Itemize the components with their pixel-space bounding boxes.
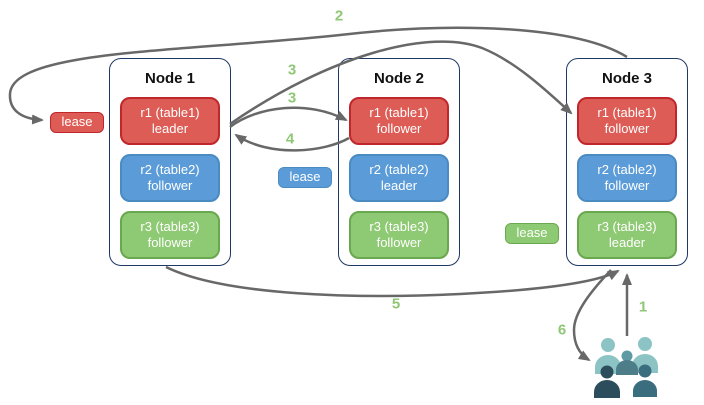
node-3-card: Node 3 r1 (table1) follower r2 (table2) … bbox=[566, 58, 688, 266]
lease-badge-r2: lease bbox=[278, 167, 332, 188]
step-label-3a: 3 bbox=[287, 61, 297, 79]
step-label-1: 1 bbox=[638, 298, 648, 316]
replica-name: r2 (table2) bbox=[140, 162, 200, 177]
node-2-replica-r2: r2 (table2) leader bbox=[349, 154, 449, 202]
replica-name: r3 (table3) bbox=[597, 219, 657, 234]
user-middle bbox=[621, 350, 633, 362]
replica-role: leader bbox=[608, 235, 646, 250]
node-1-title: Node 1 bbox=[144, 70, 195, 87]
replica-role: follower bbox=[604, 178, 650, 193]
user-front-right bbox=[633, 364, 657, 397]
node-3-replica-r2: r2 (table2) follower bbox=[577, 154, 677, 202]
node-3-title: Node 3 bbox=[601, 70, 652, 87]
node-1-card: Node 1 r1 (table1) leader r2 (table2) fo… bbox=[109, 58, 231, 266]
replica-role: leader bbox=[151, 121, 189, 136]
replica-name: r1 (table1) bbox=[140, 105, 200, 120]
step-label-3b: 3 bbox=[287, 89, 297, 107]
arrow-3-node1r1-to-node2r1 bbox=[229, 106, 348, 129]
lease-badge-r3: lease bbox=[505, 223, 559, 244]
replica-role: follower bbox=[147, 178, 193, 193]
replica-name: r3 (table3) bbox=[140, 219, 200, 234]
replica-name: r2 (table2) bbox=[597, 162, 657, 177]
node-3-replica-r3: r3 (table3) leader bbox=[577, 211, 677, 259]
user-back-right bbox=[632, 337, 658, 373]
replica-role: follower bbox=[376, 121, 422, 136]
arrow-2-node3-to-lease-r1 bbox=[8, 26, 628, 125]
user-front-left bbox=[594, 365, 620, 398]
replica-role: follower bbox=[147, 235, 193, 250]
replica-name: r2 (table2) bbox=[369, 162, 429, 177]
step-label-2: 2 bbox=[334, 7, 344, 25]
users-icon bbox=[594, 337, 658, 398]
node-2-card: Node 2 r1 (table1) follower r2 (table2) … bbox=[338, 58, 460, 266]
node-1-replica-r2: r2 (table2) follower bbox=[120, 154, 220, 202]
replica-name: r1 (table1) bbox=[369, 105, 429, 120]
lease-badge-r1: lease bbox=[50, 112, 104, 133]
step-label-5: 5 bbox=[391, 295, 401, 313]
node-2-title: Node 2 bbox=[373, 70, 424, 87]
user-middle-body bbox=[616, 360, 638, 375]
node-1-replica-r3: r3 (table3) follower bbox=[120, 211, 220, 259]
step-label-4: 4 bbox=[285, 130, 295, 148]
arrow-5-node1-to-node3 bbox=[165, 265, 620, 298]
replica-role: follower bbox=[376, 235, 422, 250]
step-label-6: 6 bbox=[557, 321, 567, 339]
replica-name: r1 (table1) bbox=[597, 105, 657, 120]
node-1-replica-r1: r1 (table1) leader bbox=[120, 97, 220, 145]
node-3-replica-r1: r1 (table1) follower bbox=[577, 97, 677, 145]
replica-role: follower bbox=[604, 121, 650, 136]
replica-name: r3 (table3) bbox=[369, 219, 429, 234]
node-2-replica-r1: r1 (table1) follower bbox=[349, 97, 449, 145]
node-2-replica-r3: r3 (table3) follower bbox=[349, 211, 449, 259]
replica-role: leader bbox=[380, 178, 418, 193]
